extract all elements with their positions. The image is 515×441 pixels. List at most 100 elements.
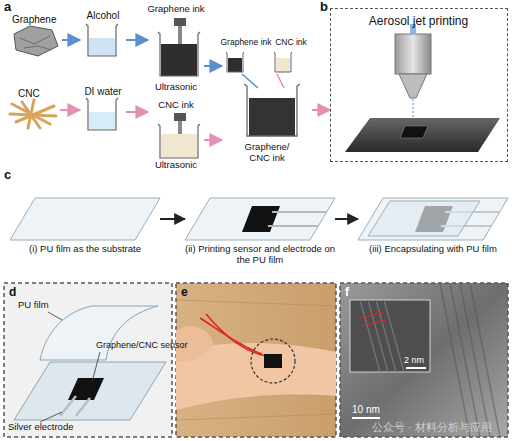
beaker	[158, 32, 200, 76]
watermark: 公众号 · 材料分析与应用	[372, 421, 492, 434]
printed-pattern	[400, 126, 428, 138]
grain-line	[176, 300, 336, 306]
scale-label: 2 nm	[404, 355, 424, 365]
material-icon: CNC	[8, 88, 60, 132]
sheet-crease	[24, 46, 52, 50]
node-text: Aerosol jet printing	[331, 15, 506, 29]
beaker-liquid	[228, 58, 242, 72]
fringe	[470, 283, 500, 437]
encapsulation-film	[368, 201, 480, 236]
scale-bar	[352, 417, 380, 419]
node-text: Ultrasonic	[148, 82, 204, 93]
grain-line	[176, 414, 336, 420]
panel-letter: c	[4, 168, 11, 183]
node-text: Graphene	[12, 14, 62, 26]
node-text: Graphene ink	[148, 4, 204, 15]
beaker-liquid	[161, 44, 197, 76]
solvent-beaker: Alcohol	[80, 10, 126, 60]
flow-arrow	[204, 65, 222, 67]
panel-letter: d	[9, 286, 16, 300]
scale-label: 10 nm	[352, 404, 380, 416]
flow-arrow	[60, 109, 80, 111]
flow-arrow	[335, 218, 358, 220]
mixing-step: Graphene inkCNC inkGraphene/ CNC ink	[222, 38, 312, 172]
panel-letter: a	[4, 0, 11, 15]
leader-line	[92, 352, 100, 382]
part-label: Graphene/CNC sensor	[96, 340, 188, 350]
beaker-liquid	[249, 98, 295, 136]
pour-line	[277, 74, 284, 88]
beaker-liquid	[161, 134, 197, 158]
photo-background	[176, 283, 336, 437]
material-icon: Graphene	[10, 14, 62, 60]
flow-arrow	[126, 39, 148, 41]
printing-panel: Aerosol jet printing	[330, 8, 508, 162]
panel-letter: e	[181, 286, 188, 300]
leader-line	[40, 412, 62, 422]
silver-electrode	[268, 225, 318, 227]
printing-platform	[345, 118, 500, 152]
beaker-liquid	[89, 38, 115, 56]
node-text: (ii) Printing sensor and electrode on th…	[185, 244, 335, 266]
graphene-cnc-sensor	[68, 378, 104, 400]
beaker	[274, 52, 292, 72]
flow-arrow	[204, 139, 222, 141]
node-text: Ultrasonic	[148, 160, 204, 171]
worn-sensor	[264, 354, 282, 368]
pu-film	[10, 198, 160, 240]
sheet-crease	[20, 36, 50, 44]
fringe	[368, 300, 388, 372]
flow-arrow	[126, 111, 148, 113]
silver-electrode	[76, 398, 90, 416]
fringe	[360, 300, 380, 372]
process-step: (i) PU film as the substrate	[10, 186, 160, 270]
part-label: Silver electrode	[8, 422, 73, 433]
printer-head	[395, 34, 431, 74]
beaker	[244, 84, 300, 136]
lattice-fringes	[440, 283, 500, 437]
process-step: (ii) Printing sensor and electrode on th…	[185, 186, 335, 270]
beaker	[158, 124, 200, 158]
node-text: CNC ink	[148, 100, 204, 111]
silver-electrode	[60, 396, 76, 416]
pu-film	[185, 198, 335, 240]
node-text: Alcohol	[80, 10, 126, 22]
fringe	[384, 300, 404, 372]
node-text: Graphene/ CNC ink	[236, 142, 298, 164]
fringe	[376, 300, 396, 372]
sonicator-handle	[174, 18, 186, 26]
peeled-pu-film	[40, 306, 158, 360]
lead-wire	[206, 314, 266, 356]
pu-film	[358, 198, 508, 240]
beaker-liquid	[276, 58, 290, 72]
node-text: (i) PU film as the substrate	[10, 244, 160, 255]
node-text: DI water	[80, 86, 126, 98]
lead-wire	[200, 318, 262, 354]
panel-letter: b	[320, 0, 328, 15]
highlight-circle	[251, 339, 295, 383]
wood-grain	[176, 300, 336, 420]
inset-fringes	[360, 300, 404, 372]
scale-bar	[406, 367, 426, 369]
printer-nozzle	[399, 74, 427, 98]
cnc-fibre	[28, 100, 34, 128]
hrtem-inset	[350, 300, 430, 372]
graphene-cnc-sensor	[242, 206, 280, 232]
beaker	[86, 98, 118, 130]
pu-film	[14, 362, 166, 420]
leader-line	[48, 312, 62, 320]
pour-line	[242, 74, 258, 88]
panel-letter: f	[345, 286, 349, 300]
flow-arrow	[160, 218, 185, 220]
node-text: (iii) Encapsulating with PU film	[358, 244, 508, 255]
cnc-fibres	[10, 100, 56, 128]
sonication-step: CNC inkUltrasonic	[148, 100, 204, 174]
tem-image	[340, 283, 508, 437]
flow-arrow	[312, 109, 330, 111]
solvent-beaker: DI water	[80, 86, 126, 132]
part-label: PU film	[18, 300, 49, 311]
silver-electrode	[272, 211, 326, 213]
beaker	[226, 52, 244, 72]
